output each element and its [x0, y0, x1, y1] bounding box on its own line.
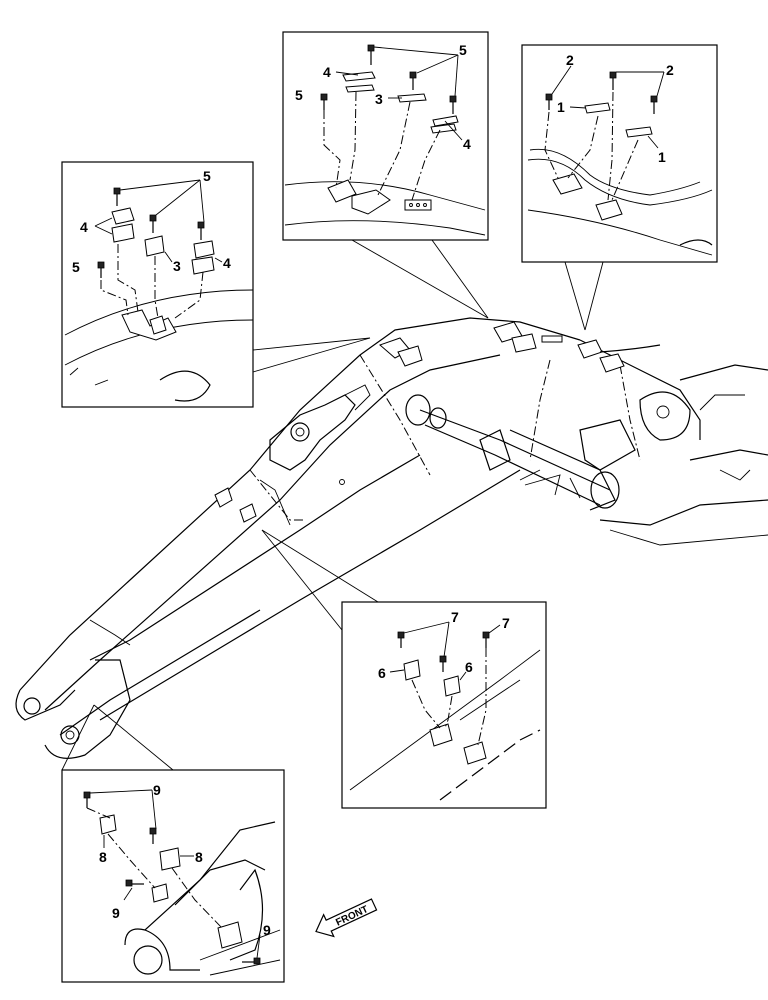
callout-4-left: 4 [80, 219, 88, 235]
callout-5-left: 5 [203, 168, 211, 184]
callout-1-left: 1 [557, 99, 565, 115]
callout-5-top: 5 [459, 42, 467, 58]
callout-7-left: 7 [451, 609, 459, 625]
callout-6-right: 6 [465, 659, 473, 675]
upper-structure [519, 339, 768, 546]
callout-4-top-right: 4 [463, 136, 471, 152]
callout-4-left-right: 4 [223, 255, 231, 271]
callout-4-top: 4 [323, 64, 331, 80]
callout-3-left: 3 [173, 258, 181, 274]
callout-6-left: 6 [378, 665, 386, 681]
callout-9-left: 9 [112, 905, 120, 921]
boom-body [15, 317, 581, 759]
detail-box-bottom-left: 9 8 8 9 9 [61, 769, 285, 983]
detail-box-top-center: 5 4 5 3 4 [282, 31, 489, 241]
callout-leaders [61, 239, 604, 771]
detail-box-left: 5 4 3 4 5 [61, 161, 254, 408]
detail-box-top-right: 2 2 1 1 [521, 44, 718, 263]
callout-9-top: 9 [153, 782, 161, 798]
callout-2-right: 2 [666, 62, 674, 78]
boom-cylinder [405, 394, 620, 511]
callout-8-right: 8 [195, 849, 203, 865]
callout-5-top-left: 5 [295, 87, 303, 103]
boom-top-brackets [379, 321, 661, 373]
callout-8-left: 8 [99, 849, 107, 865]
callout-2-left: 2 [566, 52, 574, 68]
callout-3-top: 3 [375, 91, 383, 107]
callout-1-right: 1 [658, 149, 666, 165]
detail-box-lower-right: 7 7 6 6 [341, 601, 547, 809]
callout-7-right: 7 [502, 615, 510, 631]
callout-9-right: 9 [263, 922, 271, 938]
callout-5-left-lower: 5 [72, 259, 80, 275]
front-direction-arrow: FRONT [315, 898, 378, 938]
